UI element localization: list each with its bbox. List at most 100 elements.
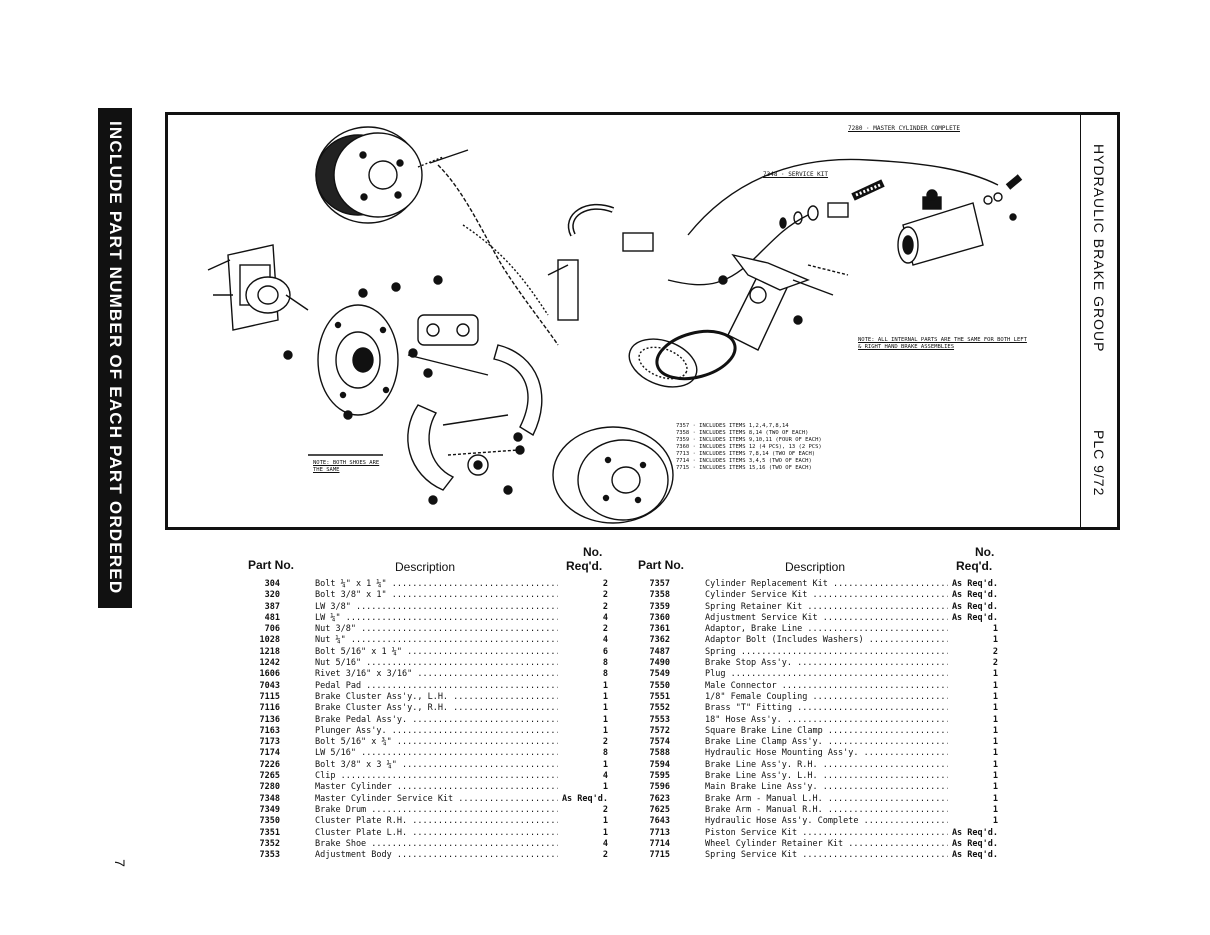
part-number: 706 [264,624,280,635]
quantity-required: 2 [602,804,608,815]
part-description: Master Cylinder Service Kit [315,794,558,805]
quantity-required: As Req'd. [951,612,998,623]
kit-line: 7713 · INCLUDES ITEMS 7,8,14 (TWO OF EAC… [676,451,816,457]
quantity-required: 2 [602,590,608,601]
quantity-required: 2 [602,737,608,748]
quantity-required: 1 [602,816,608,827]
quantity-required: 1 [992,759,998,770]
quantity-required: As Req'd. [951,850,998,861]
part-number: 7226 [259,759,280,770]
part-description: Cluster Plate R.H. [315,816,558,827]
header-part-no: Part No. [638,558,685,572]
exploded-diagram-frame: 7280 · MASTER CYLINDER COMPLETE 7348 · S… [165,112,1120,530]
kit-line: 7360 · INCLUDES ITEMS 12 (4 PCS), 13 (2 … [676,444,822,450]
quantity-required: 1 [992,748,998,759]
quantity-required: 1 [602,714,608,725]
part-number: 304 [264,579,280,589]
part-description: Bolt 3/8" x 1" [315,590,558,601]
part-description: Brake Stop Ass'y. [705,658,948,669]
quantity-required: 1 [992,804,998,815]
quantity-required: 1 [602,725,608,736]
note-internal-parts: NOTE: ALL INTERNAL PARTS ARE THE SAME FO… [858,337,1027,350]
part-number: 7265 [259,771,280,782]
title-strip: HYDRAULIC BRAKE GROUP PLC 9/72 [1080,112,1121,530]
quantity-required: 1 [992,714,998,725]
part-description: Brake Arm - Manual R.H. [705,805,948,816]
kit-line: 7359 · INCLUDES ITEMS 9,10,11 (FOUR OF E… [676,437,822,443]
part-number: 7115 [259,691,280,702]
part-number: 7362 [649,635,670,646]
quantity-required: 1 [602,827,608,838]
part-description: Brake Line Ass'y. L.H. [705,771,948,782]
side-banner-text: INCLUDE PART NUMBER OF EACH PART ORDERED [106,121,125,595]
kit-line: 7357 · INCLUDES ITEMS 1,2,4,7,8,14 [676,423,789,429]
part-number: 7552 [649,703,670,714]
part-number: 7625 [649,804,670,815]
part-description: LW 5/16" [315,748,558,759]
part-number: 7588 [649,748,670,759]
quantity-required: 2 [602,850,608,861]
quantity-required: 1 [992,771,998,782]
part-number: 7574 [649,737,670,748]
header-description: Description [395,560,456,574]
part-number: 7551 [649,691,670,702]
quantity-required: 1 [602,680,608,691]
part-number: 7358 [649,590,670,601]
quantity-required: 4 [602,635,608,646]
callout-service-kit: 7348 · SERVICE KIT [763,171,829,178]
quantity-required: 1 [602,782,608,793]
part-number: 7596 [649,782,670,793]
header-no: No. [975,545,995,559]
quantity-required: 4 [602,838,608,849]
part-description: Piston Service Kit [705,828,948,839]
part-number: 7715 [649,850,670,861]
quantity-required: 1 [992,737,998,748]
part-number: 1242 [259,658,280,669]
quantity-required: 4 [602,612,608,623]
header-part-no: Part No. [248,558,295,572]
part-description: Adjustment Service Kit [705,613,948,624]
part-description: LW 3/8" [315,602,558,613]
parts-row: 7265Clip4 [240,771,608,782]
pedal-pad [628,338,698,388]
part-description: Cylinder Service Kit [705,590,948,601]
parts-row: 7715 Spring Service KitAs Req'd. [630,850,998,861]
part-description: Pedal Pad [315,681,558,692]
part-number: 387 [264,601,280,612]
quantity-required: 1 [992,725,998,736]
part-description: Brake Shoe [315,839,558,850]
part-description: Bolt ¼" x 1 ¼" [315,579,558,590]
cluster-plate-left [227,244,279,331]
part-description: Main Brake Line Ass'y. [705,782,948,793]
part-number: 7553 [649,714,670,725]
part-description: Brass "T" Fitting [705,703,948,714]
part-number: 7350 [259,816,280,827]
quantity-required: 1 [992,691,998,702]
part-number: 7349 [259,804,280,815]
parts-row: 7549Plug1 [630,669,998,680]
part-number: 7163 [259,725,280,736]
part-number: 7360 [649,612,670,623]
part-description: Spring Service Kit [705,850,948,861]
